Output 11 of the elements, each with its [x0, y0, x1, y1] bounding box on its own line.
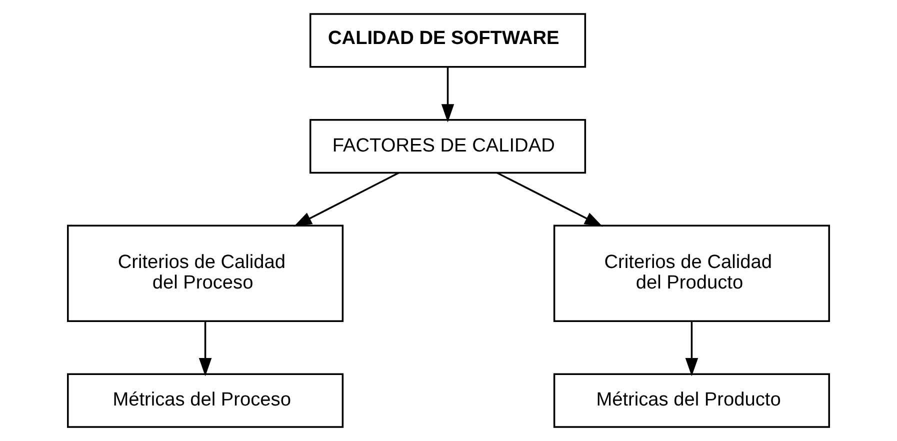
arrow: [685, 322, 698, 376]
node-box: Criterios de Calidad del Proceso: [67, 224, 344, 322]
node-box: Métricas del Producto: [553, 373, 830, 428]
arrow: [198, 322, 212, 376]
node-box: Criterios de Calidad del Producto: [553, 224, 830, 322]
arrow: [294, 172, 400, 227]
node-box: FACTORES DE CALIDAD: [309, 118, 586, 174]
node-box: CALIDAD DE SOFTWARE: [309, 13, 586, 68]
node-box: Métricas del Proceso: [67, 373, 344, 428]
arrow: [441, 67, 454, 122]
arrow: [496, 172, 603, 227]
